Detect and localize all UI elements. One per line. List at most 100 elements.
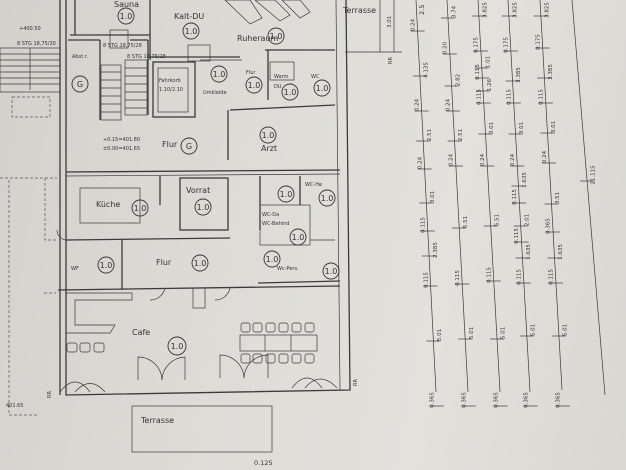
dimension-label: 4.135 [424,62,430,78]
dimension-label: 2.82 [455,74,461,86]
building-walls [56,0,351,453]
label-wc-he: WC-He [305,182,322,188]
dimension-label: 2.51 [427,129,433,141]
marker-kueche: 1.0 [134,204,147,213]
marker-wc: 1.0 [316,84,329,93]
dimension-label: 0.24 [480,153,486,166]
dimension-label: 0.365 [461,392,467,408]
marker-cafe: 1.0 [171,342,184,351]
dimension-line [415,0,437,393]
dimension-label: 0.115 [455,270,461,286]
dimension-label: 0.115 [486,267,492,283]
dimension-label: 0.365 [523,392,529,408]
dimension-line [571,0,606,396]
marker-flur-upper: 1.0 [248,81,261,90]
dimension-label: 0.365 [556,392,562,408]
dimension-label: 5.51 [463,216,469,228]
dimension-label: 3.01 [489,122,495,134]
dimension-label: 5.01 [437,329,443,341]
dimension-label: 3.51 [555,192,561,204]
label-flur-lower: Flur [156,258,172,267]
marker-wc-a: 1.0 [280,190,293,199]
entrance-doors [56,229,269,381]
dimension-label: 5.01 [563,324,569,336]
dimension-label: 0.24 [446,98,452,111]
marker-arzt: 1.0 [262,131,275,140]
dimension-label: 1.635 [526,244,532,260]
terrace-outline [131,405,273,453]
dimension-label: 0.115 [517,269,523,285]
level-top-left: +400.50 [19,26,41,32]
label-du: DU [274,84,282,90]
exterior-stair [0,47,61,93]
dimension-label: 0.115 [512,189,518,205]
dimension-label: 5.51 [494,214,500,226]
dimension-label: 0.115 [420,217,426,233]
dimension-line [446,0,469,393]
dimension-label: 0.115 [475,64,481,80]
dimension-label: 3.385 [516,67,522,83]
room-markers: 1.0 1.0 1.0 G 1.0 1.0 1.0 1.0 G 1.0 1.0 … [71,7,340,356]
dimension-label: 0.24 [410,18,416,31]
dimension-label: 3.01 [430,191,436,203]
marker-sauna: 1.0 [120,12,133,21]
dimension-label: 0.115 [423,272,429,288]
marker-vorrat: 1.0 [197,203,210,212]
dimension-label: 1.01 [485,56,491,68]
label-abstr: Abst.r. [72,54,88,60]
label-sauna: Sauna [114,0,139,9]
dimension-label: 3.74 [452,5,458,18]
dimension-label: 0.365 [493,392,499,408]
marker-flur-main: G [186,142,192,151]
dimension-label: 0.115 [514,228,520,244]
dimension-label: 0.175 [504,37,510,53]
dimension-label: 0.24 [449,153,455,166]
dimension-label: 0.175 [474,37,480,53]
label-kueche: Küche [96,200,120,209]
dimension-line [539,0,563,391]
marker-wf: 1.0 [100,261,113,270]
dimension-label: 2.385 [433,242,439,258]
dimension-label: 0.20 [443,41,449,54]
label-wc: WC [311,74,320,80]
dashed-outline [11,96,51,118]
entry-level-1: +0.15=401.80 [103,137,140,143]
dimension-label: 0.115 [538,89,544,105]
label-vorrat: Vorrat [186,186,210,195]
cafe-counter [66,292,133,334]
marker-umkleide: 1.0 [213,70,226,79]
label-fahrkorb-size: 1.10/2.10 [159,87,183,93]
stair-main-label: 8 STG 18,75/30 [17,41,56,47]
dimension-label: 0.115 [476,89,482,105]
entry-level-2: ±0.00=401.65 [103,146,140,152]
label-wf: WF [71,266,79,272]
dimension-line [477,0,501,393]
loungers [224,0,311,25]
label-ruheraum: Ruheraum [237,34,279,43]
dimension-chains: 0.24 4.135 0.24 2.51 0.24 3.01 0.115 2.385 0.115… [410,0,606,408]
dimension-label: 5.01 [469,327,475,339]
rr-left: RR [47,391,53,398]
kalt-du-basin [109,29,129,49]
dimension-label: 0.115 [506,89,512,105]
dimension-label: 0.24 [510,153,516,166]
dimension-label: 21.115 [591,165,597,185]
marker-du: 1.0 [284,88,297,97]
outside-level: 401.65 [6,403,24,409]
dimension-label: 5.01 [531,324,537,336]
interior-stairs [100,59,148,121]
label-warm: Warm [274,74,289,80]
dimension-label: 2.01 [524,214,530,226]
marker-flur-lower: 1.0 [194,259,207,268]
marker-wc-pers: 1.0 [266,255,279,264]
stair-a-label: 8 STG 18,75/28 [103,43,142,49]
dimension-label: 5.01 [501,327,507,339]
label-fahrkorb: Fahrkorb [159,78,181,84]
marker-kalt-du: 1.0 [185,27,198,36]
marker-wc-behind: 1.0 [292,233,305,242]
dimension-label: 1.26 [487,78,493,91]
dimension-label: 0.24 [542,150,548,163]
dimension-label: 2.51 [458,129,464,141]
dimension-label: 0.115 [549,269,555,285]
